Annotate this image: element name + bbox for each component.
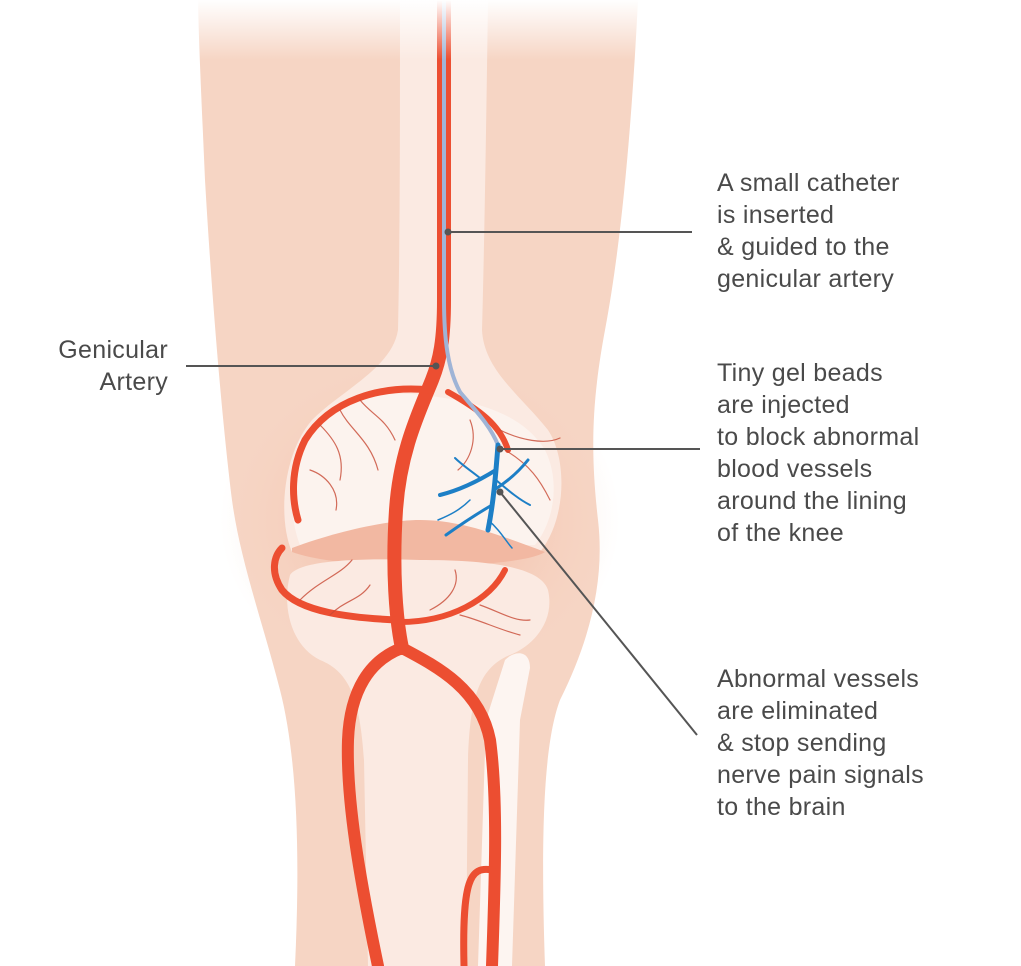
label-line: to block abnormal	[717, 423, 920, 451]
small-vessels	[299, 399, 561, 636]
tibia-bone	[287, 559, 550, 966]
label-line: Genicular	[58, 336, 168, 364]
label-line: nerve pain signals	[717, 761, 924, 789]
label-line: Artery	[99, 368, 168, 396]
posterior-tibial-artery	[396, 642, 502, 966]
label-line: to the brain	[717, 793, 846, 821]
label-line: A small catheter	[717, 169, 900, 197]
label-line: are eliminated	[717, 697, 879, 725]
lower-right-branch	[397, 567, 508, 625]
embolized-vessels	[437, 442, 531, 549]
label-line: Abnormal vessels	[717, 665, 920, 693]
label-line: around the lining	[717, 487, 907, 515]
genicular-artery-label: Genicular Artery	[40, 334, 168, 398]
abnormal-vessels-label: Abnormal vessels are eliminated & stop s…	[717, 663, 924, 823]
anterior-tibial-artery	[341, 642, 408, 966]
gel-beads-label: Tiny gel beads are injected to block abn…	[717, 357, 919, 549]
small-loop-artery	[460, 865, 496, 966]
lower-genicular-branch	[271, 544, 402, 624]
main-artery	[387, 0, 451, 655]
label-line: genicular artery	[717, 265, 895, 293]
leader-lines	[186, 228, 700, 736]
label-line: is inserted	[717, 201, 835, 229]
label-line: Tiny gel beads	[717, 359, 883, 387]
label-line: are injected	[717, 391, 850, 419]
upper-genicular-branch	[290, 385, 434, 524]
label-line: & stop sending	[717, 729, 887, 757]
label-line: blood vessels	[717, 455, 873, 483]
leader-vessels	[499, 491, 698, 736]
upper-right-branch	[445, 389, 511, 453]
label-line: & guided to the	[717, 233, 890, 261]
top-fade	[0, 0, 1021, 60]
joint-space	[292, 520, 545, 566]
label-line: of the knee	[717, 519, 845, 547]
catheter-label: A small catheter is inserted & guided to…	[717, 167, 900, 295]
catheter	[442, 0, 500, 447]
